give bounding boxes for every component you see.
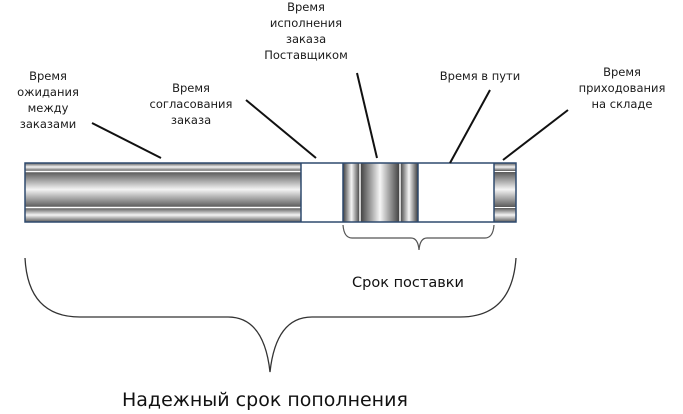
label-transit: Время в пути (439, 69, 521, 83)
label-approval: Время согласования заказа (149, 81, 233, 127)
replenishment-term-label: Надежный срок пополнения (122, 389, 408, 411)
label-execution: Время исполнения заказа Поставщиком (264, 0, 348, 62)
label-receiving: Время приходования на складе (578, 65, 666, 111)
delivery-term-label: Срок поставки (352, 275, 464, 291)
label-waiting: Время ожидания между заказами (17, 69, 79, 131)
brace-replenishment (24, 257, 517, 373)
leader-waiting (91, 122, 162, 159)
stripe-3 (25, 208, 301, 222)
leader-execution (356, 72, 378, 159)
leader-approval (245, 99, 317, 159)
stripe-1 (25, 163, 301, 171)
bar-outline (24, 162, 517, 223)
brace-delivery (342, 224, 495, 251)
leader-transit (449, 89, 491, 164)
leader-lines (91, 72, 569, 164)
segment-transit (418, 163, 494, 222)
segment-waiting (25, 163, 301, 222)
segment-approval (301, 163, 343, 222)
segment-execution (343, 163, 418, 222)
segment-receiving (494, 163, 516, 222)
stripe-2 (25, 172, 301, 207)
leader-receiving (502, 109, 569, 161)
